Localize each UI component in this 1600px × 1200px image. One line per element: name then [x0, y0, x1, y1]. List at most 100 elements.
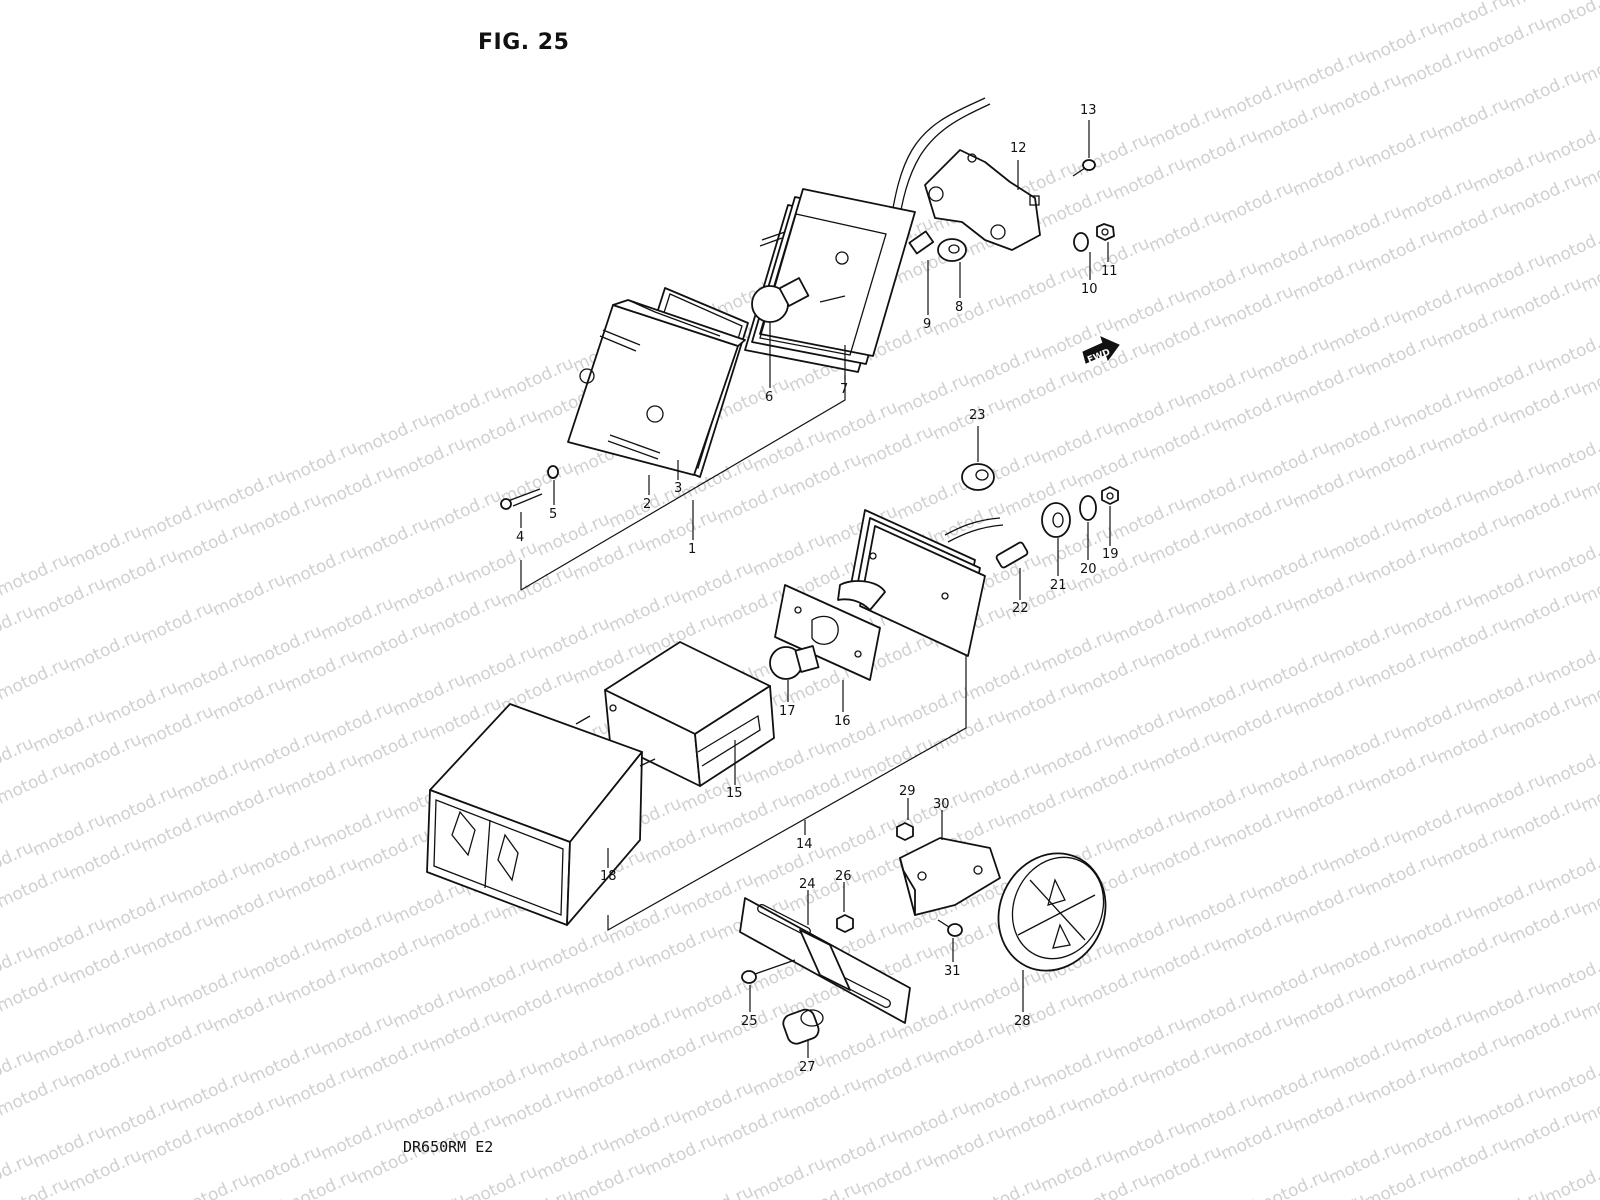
part-5-washer [547, 465, 559, 479]
callout-6: 6 [765, 390, 773, 405]
watermark-text: motod.ru [1542, 221, 1600, 272]
watermark-text: motod.ru [1290, 149, 1369, 200]
watermark-text: motod.ru [1254, 1165, 1333, 1200]
watermark-text: motod.ru [1542, 949, 1600, 1000]
watermark-text: motod.ru [1182, 1193, 1261, 1200]
watermark-text: motod.ru [1002, 261, 1081, 312]
watermark-text: motod.ru [354, 513, 433, 564]
part-12-bracket [924, 149, 1041, 251]
part-16-plate [774, 580, 886, 681]
watermark-text: motod.ru [966, 1173, 1045, 1200]
part-11-nut [1096, 223, 1115, 241]
watermark-text: motod.ru [282, 541, 361, 592]
callout-30: 30 [933, 797, 950, 812]
callout-10: 10 [1081, 282, 1098, 297]
part-27-cap [782, 1008, 824, 1045]
watermark-text: motod.ru [1470, 1185, 1549, 1200]
watermark-text: motod.ru [390, 1189, 469, 1200]
watermark-text: motod.ru [66, 625, 145, 676]
part-24-license-bracket [739, 897, 911, 1024]
callout-24: 24 [799, 877, 816, 892]
part-25-bolt [741, 959, 796, 984]
watermark-text: motod.ru [750, 1153, 829, 1200]
watermark-text: motod.ru [0, 1069, 73, 1120]
callout-18: 18 [600, 869, 617, 884]
part-22-collar [995, 541, 1029, 569]
part-28-reflector [997, 852, 1107, 972]
callout-3: 3 [674, 481, 682, 496]
watermark-text: motod.ru [1506, 65, 1585, 116]
callout-22: 22 [1012, 601, 1029, 616]
model-code: DR650RM E2 [403, 1138, 494, 1156]
callout-19: 19 [1102, 547, 1119, 562]
callout-29: 29 [899, 784, 916, 799]
callout-15: 15 [726, 786, 743, 801]
part-9-spacer [908, 230, 935, 255]
callout-27: 27 [799, 1060, 816, 1075]
watermark-text: motod.ru [1542, 845, 1600, 896]
tail-lamp-assembly-drawing [426, 463, 1119, 926]
callout-7: 7 [840, 382, 848, 397]
callout-2: 2 [643, 497, 651, 512]
watermark-text: motod.ru [1542, 117, 1600, 168]
watermark-text: motod.ru [1362, 121, 1441, 172]
callout-11: 11 [1101, 264, 1118, 279]
callout-4: 4 [516, 530, 524, 545]
watermark-text: motod.ru [1542, 1053, 1600, 1104]
leader-lines [520, 120, 1111, 1058]
callout-9: 9 [923, 317, 931, 332]
watermark-text: motod.ru [930, 289, 1009, 340]
callout-26: 26 [835, 869, 852, 884]
callout-23: 23 [969, 408, 986, 423]
callout-13: 13 [1080, 103, 1097, 118]
part-7-housing [744, 188, 916, 373]
watermark-text: motod.ru [1542, 741, 1600, 792]
watermark-text: motod.ru [174, 1169, 253, 1200]
watermark-text: motod.ru [678, 1181, 757, 1200]
part-23-grommet [961, 463, 995, 491]
watermark-text: motod.ru [1146, 205, 1225, 256]
callout-14: 14 [796, 837, 813, 852]
callout-8: 8 [955, 300, 963, 315]
part-6-bulb [751, 277, 810, 323]
watermark-text: motod.ru [1434, 93, 1513, 144]
part-17-bulb [769, 645, 820, 680]
callout-31: 31 [944, 964, 961, 979]
callout-1: 1 [688, 542, 696, 557]
callout-20: 20 [1080, 562, 1097, 577]
watermark-text: motod.ru [138, 597, 217, 648]
part-13-screw [1072, 159, 1096, 177]
turn-signal-assembly-drawing: FWD [500, 97, 1120, 510]
part-18-tail-lamp-lens [426, 703, 656, 926]
callout-16: 16 [834, 714, 851, 729]
watermark-text: motod.ru [0, 861, 73, 912]
callout-17: 17 [779, 704, 796, 719]
part-2-lens [567, 299, 746, 476]
watermark-text: motod.ru [1542, 1157, 1600, 1200]
watermark-text: motod.ru [0, 653, 73, 704]
callout-12: 12 [1010, 141, 1027, 156]
callout-5: 5 [549, 507, 557, 522]
license-bracket-drawing [739, 822, 1107, 1045]
watermark-text: motod.ru [1542, 533, 1600, 584]
part-15-inner-lens [604, 641, 775, 787]
callout-21: 21 [1050, 578, 1067, 593]
part-10-washer [1073, 232, 1089, 252]
figure-title: FIG. 25 [478, 30, 570, 55]
callout-28: 28 [1014, 1014, 1031, 1029]
watermark-text: motod.ru [0, 757, 73, 808]
part-4-lens-screw [500, 488, 543, 510]
callout-25: 25 [741, 1014, 758, 1029]
watermark-text: motod.ru [210, 569, 289, 620]
part-20-washer [1079, 495, 1097, 521]
part-19-nut [1101, 486, 1119, 505]
part-31-screw [937, 919, 963, 937]
watermark-text: motod.ru [462, 1161, 541, 1200]
watermark-text: motod.ru [1542, 0, 1600, 37]
part-21-cushion [1041, 502, 1071, 538]
watermark-text: motod.ru [1218, 177, 1297, 228]
part-30-reflector-bracket [899, 837, 1001, 916]
watermark-text: motod.ru [1542, 325, 1600, 376]
watermark-text: motod.ru [1542, 429, 1600, 480]
